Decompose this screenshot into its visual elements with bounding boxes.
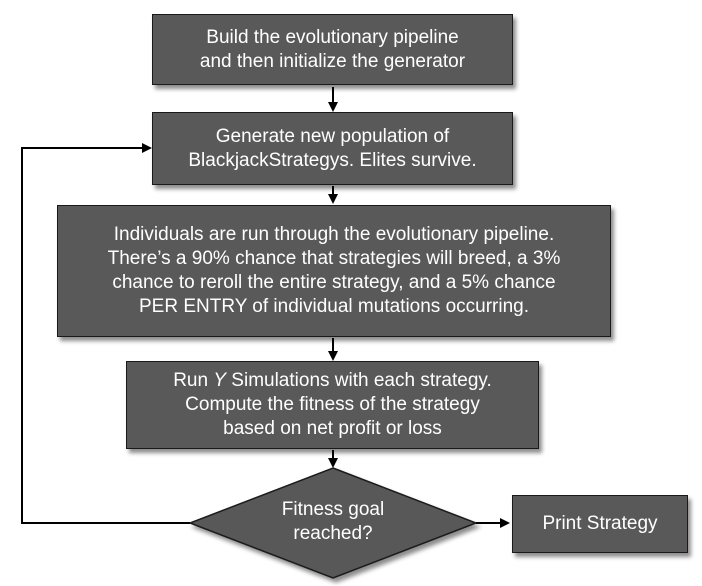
decision-line2: reached? xyxy=(293,523,373,544)
simulate-line1: Run Y Simulations with each strategy. xyxy=(173,369,492,393)
decision-diamond xyxy=(187,467,479,579)
pipeline-line3: chance to reroll the entire strategy, an… xyxy=(112,272,556,293)
pipeline-line4: PER ENTRY of individual mutations occurr… xyxy=(138,296,529,317)
simulate-variable: Y xyxy=(213,370,227,391)
generate-population-box: Generate new population of BlackjackStra… xyxy=(152,112,513,185)
pipeline-line1: Individuals are run through the evolutio… xyxy=(113,224,555,245)
build-line2: and then initialize the generator xyxy=(199,50,466,72)
decision-line1: Fitness goal xyxy=(281,499,385,520)
generate-line1: Generate new population of xyxy=(215,125,450,147)
simulate-line2: Compute the fitness of the strategy xyxy=(185,394,480,415)
evolutionary-pipeline-box: Individuals are run through the evolutio… xyxy=(57,205,611,337)
simulate-line3: based on net profit or loss xyxy=(223,418,442,439)
print-strategy-box: Print Strategy xyxy=(512,495,688,553)
print-strategy-label: Print Strategy xyxy=(542,513,658,534)
decision-label: Fitness goal reached? xyxy=(244,498,422,546)
generate-line2: BlackjackStrategys. Elites survive. xyxy=(188,149,477,171)
build-line1: Build the evolutionary pipeline xyxy=(206,26,459,48)
arrow-loop-back xyxy=(21,143,190,524)
pipeline-line2: There’s a 90% chance that strategies wil… xyxy=(107,248,561,269)
run-simulations-box: Run Y Simulations with each strategy. Co… xyxy=(126,361,539,449)
build-pipeline-box: Build the evolutionary pipeline and then… xyxy=(152,14,513,85)
simulate-line1-prefix: Run xyxy=(173,370,214,391)
simulate-line1-suffix: Simulations with each strategy. xyxy=(226,370,492,391)
